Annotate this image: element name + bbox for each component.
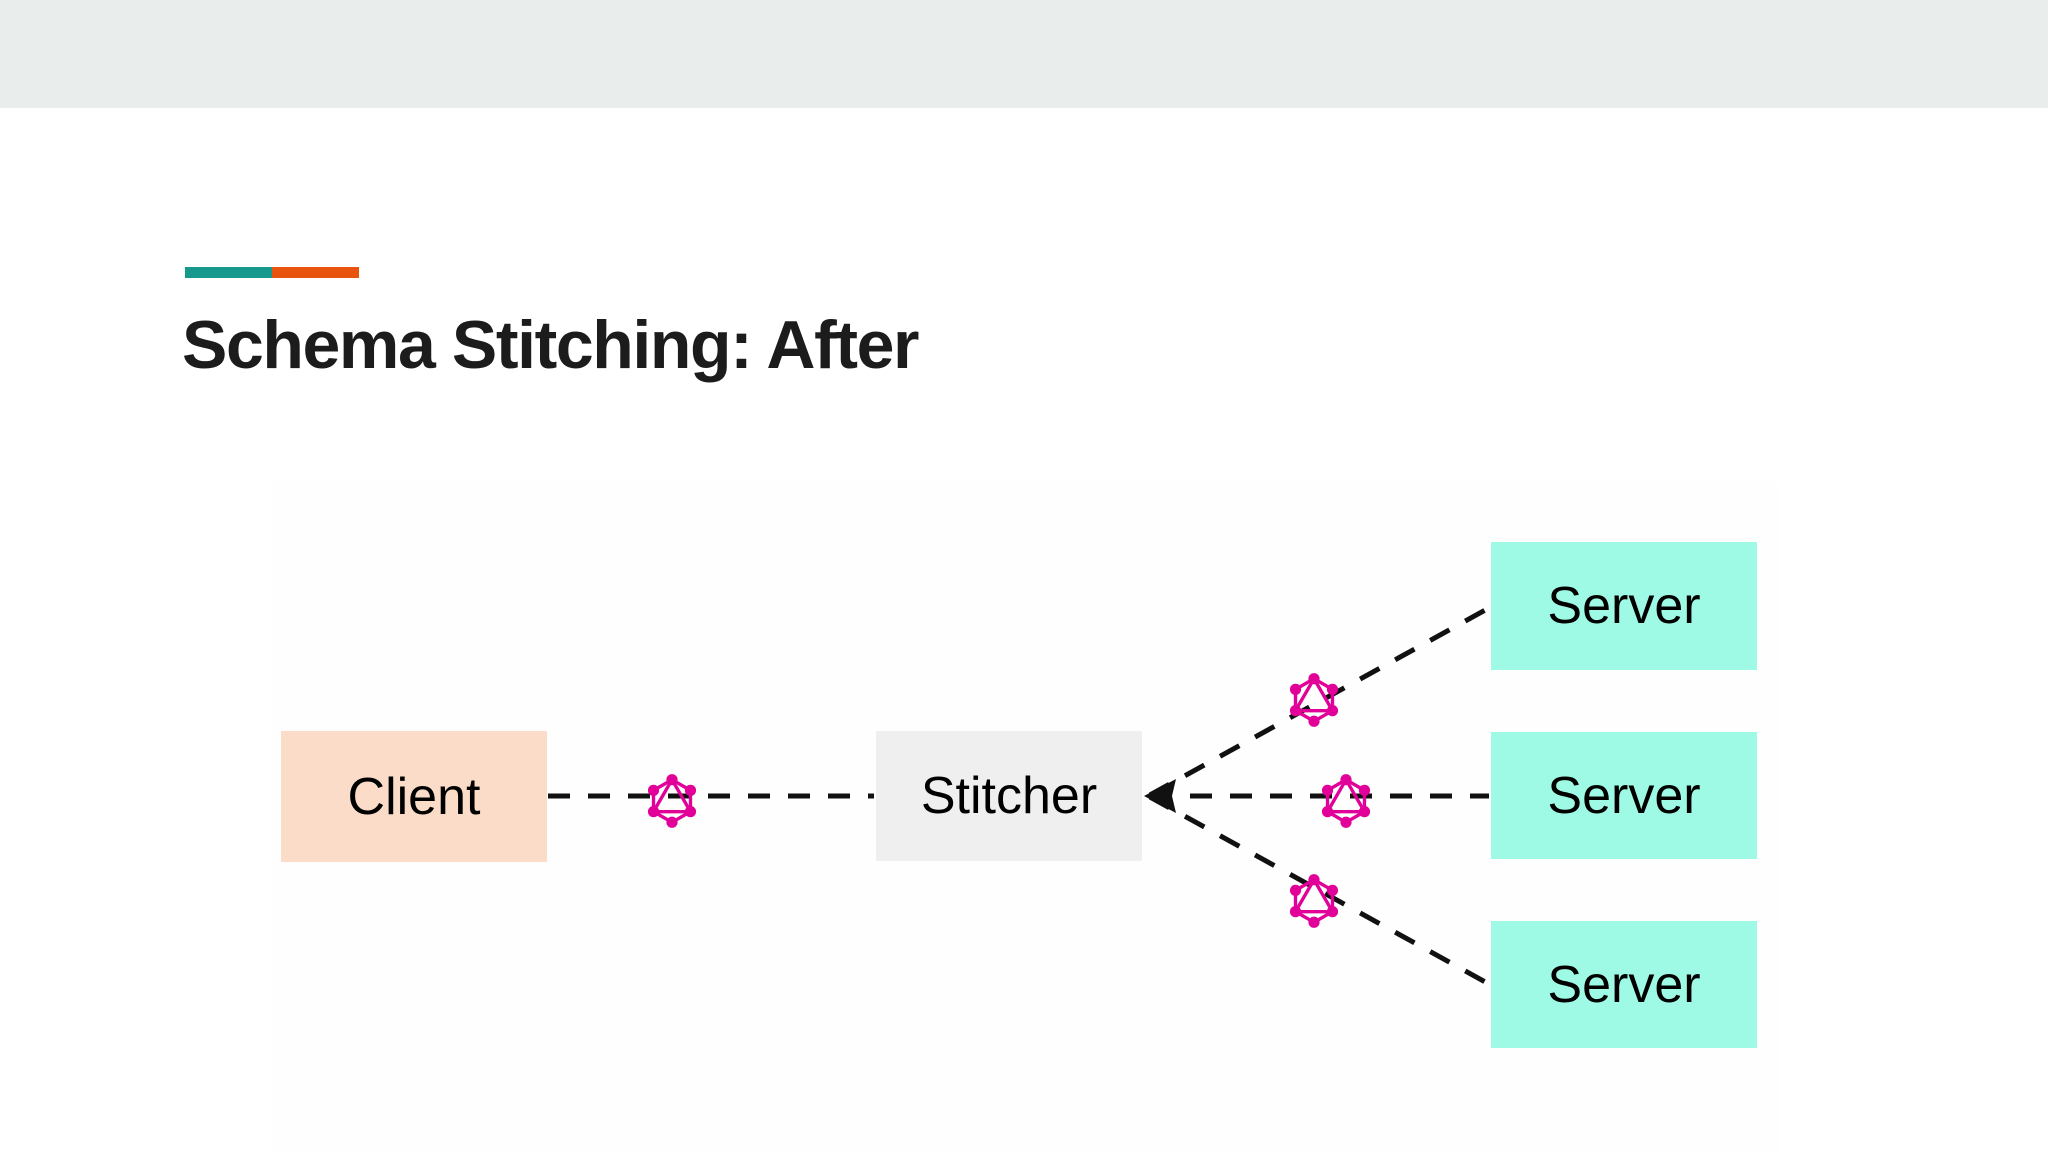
graphql-logo-icon	[1318, 773, 1374, 829]
node-server-1-label: Server	[1547, 577, 1701, 635]
node-server-3[interactable]: Server	[1491, 921, 1757, 1048]
node-stitcher[interactable]: Stitcher	[876, 731, 1142, 861]
page-title: Schema Stitching: After	[182, 307, 919, 383]
graphql-logo-icon	[1286, 873, 1342, 929]
node-server-2-label: Server	[1547, 766, 1701, 825]
accent-rule	[185, 267, 359, 278]
accent-rule-teal-segment	[185, 267, 272, 278]
top-decorative-band	[0, 0, 2048, 108]
node-server-1[interactable]: Server	[1491, 542, 1757, 670]
accent-rule-orange-segment	[272, 267, 359, 278]
arrowhead-into-stitcher	[1144, 779, 1176, 813]
node-server-3-label: Server	[1547, 955, 1701, 1014]
node-client[interactable]: Client	[281, 731, 547, 862]
graphql-logo-icon	[644, 773, 700, 829]
node-client-label: Client	[347, 767, 481, 826]
graphql-logo-icon	[1286, 672, 1342, 728]
node-stitcher-label: Stitcher	[920, 767, 1098, 825]
node-server-2[interactable]: Server	[1491, 732, 1757, 859]
